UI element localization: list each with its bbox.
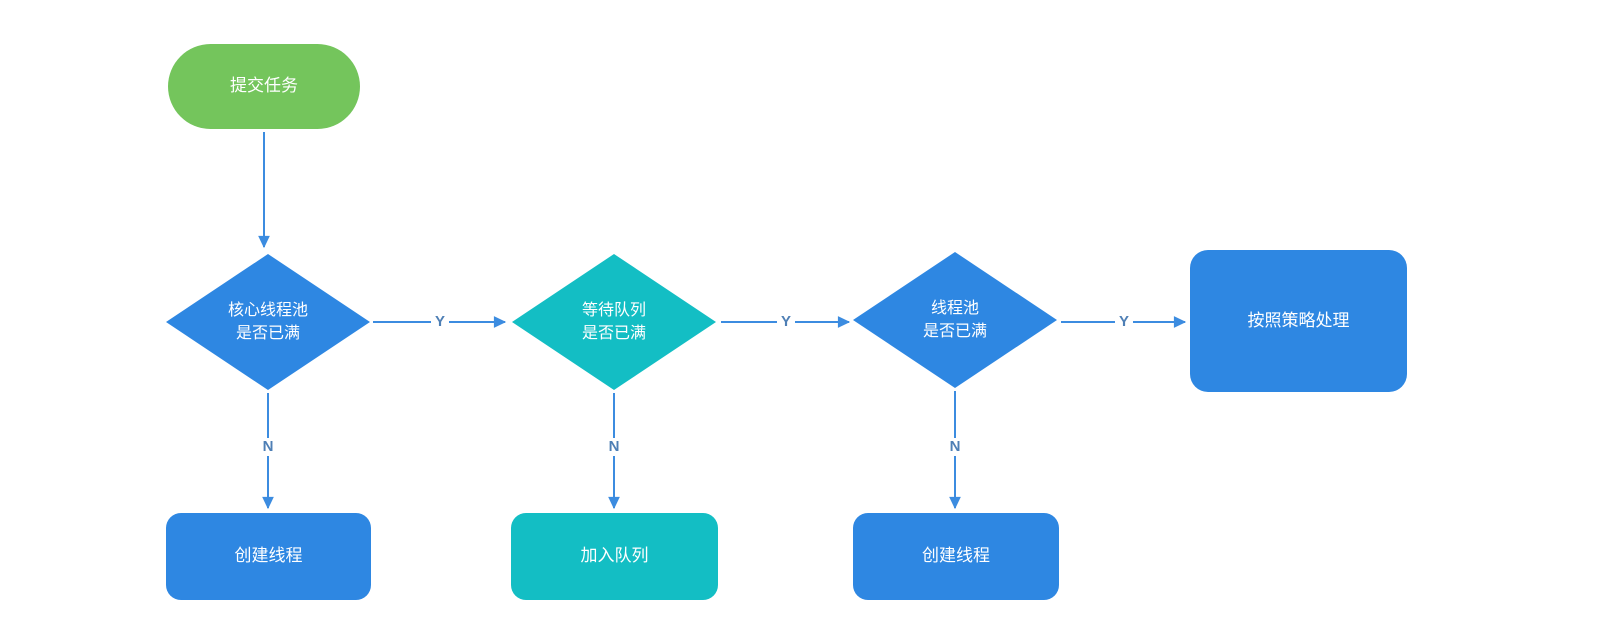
edge-label-no-1: N	[258, 438, 278, 456]
node-submit-task-label: 提交任务	[230, 76, 298, 96]
node-enqueue-label: 加入队列	[580, 546, 649, 566]
node-handle-by-policy-label: 按照策略处理	[1247, 310, 1350, 330]
edge-label-no-2: N	[604, 438, 624, 456]
node-enqueue: 加入队列	[511, 513, 718, 600]
edge-label-yes-2: Y	[776, 313, 796, 331]
node-decision-thread-pool-full-label: 线程池 是否已满	[922, 299, 987, 340]
edge-label-yes-3: Y	[1114, 313, 1134, 331]
edge-label-no-3: N	[945, 438, 965, 456]
node-create-thread-2-label: 创建线程	[922, 546, 990, 566]
node-create-thread-1: 创建线程	[166, 513, 371, 600]
edge-label-yes-1: Y	[430, 313, 450, 331]
node-create-thread-1-label: 创建线程	[234, 546, 303, 566]
node-decision-core-pool-full-label: 核心线程池 是否已满	[227, 301, 308, 342]
node-handle-by-policy: 按照策略处理	[1190, 250, 1407, 392]
node-submit-task: 提交任务	[168, 44, 360, 129]
node-create-thread-2: 创建线程	[853, 513, 1059, 600]
node-decision-wait-queue-full-label: 等待队列 是否已满	[581, 301, 646, 342]
